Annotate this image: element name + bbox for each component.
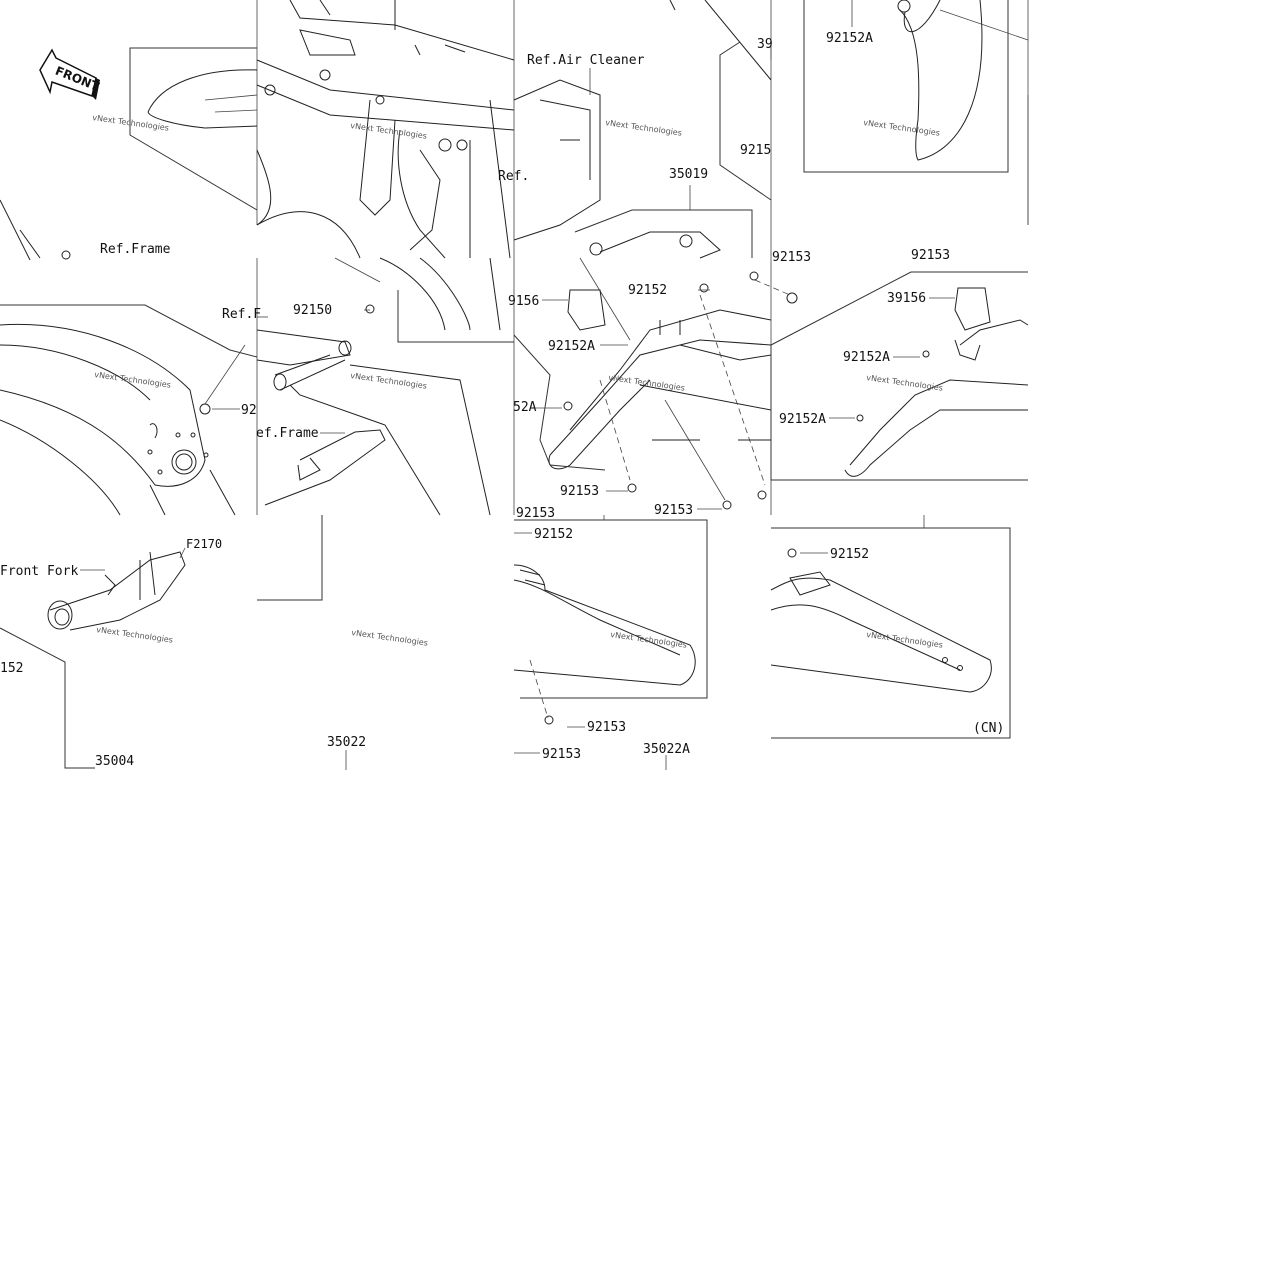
label-92152a-top: 92152A: [826, 31, 873, 46]
label-92153-top: 92153: [772, 250, 811, 265]
label-92153-f: 92153: [587, 720, 626, 735]
label-cn: (CN): [973, 721, 1004, 736]
watermark-text: vNext Technologies: [866, 630, 944, 650]
front-arrow-icon: FRONT: [39, 48, 102, 100]
label-52a: 52A: [513, 400, 537, 415]
label-92152a-d: 92152A: [779, 412, 826, 427]
mudflap-detail-top: [803, 0, 1029, 225]
label-ref-frame-mid: ef.Frame: [256, 426, 319, 441]
bracket-detail-right: [770, 271, 1029, 528]
watermark-text: vNext Technologies: [351, 628, 429, 648]
watermark-text: vNext Technologies: [863, 118, 941, 138]
label-92153-c: 92153: [654, 503, 693, 518]
label-35022: 35022: [327, 735, 366, 750]
label-92152-a: 92152: [628, 283, 667, 298]
watermarks: vNext Technologies vNext Technologies vN…: [92, 113, 944, 650]
rear-fender-bracket: [513, 257, 798, 520]
label-35022a: 35022A: [643, 742, 690, 757]
label-92150: 92150: [293, 303, 332, 318]
label-ref-frame-top: Ref.Frame: [100, 242, 171, 257]
rear-fender-cn: [770, 527, 1011, 739]
label-35004: 35004: [95, 754, 134, 769]
label-f2170: F2170: [186, 537, 222, 551]
frame-assembly: [256, 0, 515, 259]
label-ref-r: Ref.F: [222, 307, 261, 322]
label-92153-g: 92153: [542, 747, 581, 762]
watermark-text: vNext Technologies: [605, 118, 683, 138]
label-39156-a: 9156: [508, 294, 539, 309]
air-cleaner-box: [513, 0, 772, 259]
label-front-fork: Front Fork: [0, 564, 78, 579]
watermark-text: vNext Technologies: [608, 373, 686, 393]
label-39-top: 39: [757, 37, 773, 52]
label-92153-d: 92153: [516, 506, 555, 521]
watermark-text: vNext Technologies: [610, 630, 688, 650]
label-92153-e: 92153: [911, 248, 950, 263]
front-fork-bracket: [0, 547, 186, 769]
label-39156-b: 39156: [887, 291, 926, 306]
label-92153-b: 92153: [560, 484, 599, 499]
label-9215-top: 9215: [740, 143, 771, 158]
label-92-cut: 92: [241, 403, 257, 418]
leader-lines: [345, 289, 955, 770]
label-92152-c: 92152: [830, 547, 869, 562]
label-ref-air-cleaner: Ref.Air Cleaner: [527, 53, 645, 68]
label-ref-truncated: Ref.: [498, 169, 529, 184]
watermark-text: vNext Technologies: [866, 373, 944, 393]
frame-tube-mount: [256, 316, 491, 601]
part-labels: Ref.Frame Ref.Air Cleaner Ref. Ref.F ef.…: [0, 31, 1004, 769]
label-92152a-c: 92152A: [843, 350, 890, 365]
front-fender-top-view: [0, 47, 258, 261]
bracket-panel-top: [719, 41, 772, 201]
rear-fender-frame-panel: [334, 257, 514, 343]
watermark-text: vNext Technologies: [92, 113, 170, 133]
watermark-text: vNext Technologies: [350, 121, 428, 141]
label-92152-b: 92152: [534, 527, 573, 542]
label-92152a-b: 92152A: [548, 339, 595, 354]
label-152: 152: [0, 661, 23, 676]
rear-fender-panel: [513, 519, 708, 770]
front-fender-side-view: [0, 304, 258, 516]
watermark-text: vNext Technologies: [94, 370, 172, 390]
label-35019: 35019: [669, 167, 708, 182]
watermark-text: vNext Technologies: [96, 625, 174, 645]
